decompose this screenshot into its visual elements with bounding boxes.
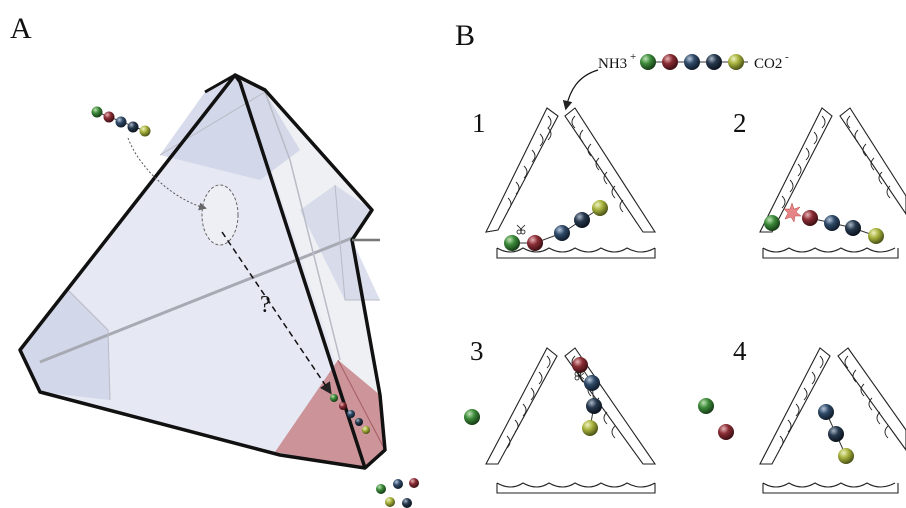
released-residue-red [718, 424, 734, 440]
ridge-cap-top [204, 73, 236, 94]
scissors-icon [574, 371, 585, 381]
cleavage-chamber-edge [337, 359, 386, 451]
residue-blue [115, 116, 127, 128]
chamber-step-3 [485, 347, 657, 494]
spark-icon [783, 202, 802, 223]
inner-edge-horizontal [39, 236, 353, 364]
residue-navy [127, 121, 139, 133]
residue-red [103, 111, 115, 123]
panel-a-label: A [10, 12, 32, 45]
c-terminus-charge: - [785, 51, 789, 63]
peptide-step-2 [764, 202, 884, 244]
header-residue-blue [684, 54, 700, 70]
n-terminus-charge: + [630, 51, 636, 63]
header-residue-red [662, 54, 678, 70]
inner-edge-c [334, 184, 380, 301]
entry-pore [201, 184, 239, 246]
question-mark: ? [260, 292, 271, 318]
peptide-step-4 [698, 398, 854, 464]
c-terminus-label: CO2 [754, 56, 782, 72]
entry-arrow [127, 137, 207, 211]
proteasome-tetrahedron [18, 73, 387, 470]
residue-yellow [139, 125, 151, 137]
tetrahedron-front-ridge [233, 73, 367, 469]
step-2-label: 2 [733, 108, 747, 138]
header-residue-navy [706, 54, 722, 70]
released-fragments [376, 478, 419, 508]
inner-edge-vertical [264, 91, 341, 361]
peptide-step-3 [464, 357, 602, 436]
step-3-label: 3 [470, 336, 484, 366]
residue-green [91, 106, 103, 118]
scissors-icon [516, 224, 526, 235]
step-4-label: 4 [733, 336, 747, 366]
chamber-step-1 [485, 107, 657, 259]
inner-edge-b [67, 289, 111, 401]
translocation-arrow [221, 231, 332, 395]
panel-b-label: B [455, 19, 475, 52]
step-1-label: 1 [472, 108, 486, 138]
chamber-peptide [330, 394, 370, 434]
peptide-header: NH3 + CO2 - [598, 51, 789, 72]
entry-arrow-b [562, 69, 599, 111]
tetrahedron-outline [18, 73, 387, 470]
n-terminus-label: NH3 [598, 56, 627, 72]
incoming-peptide-a [91, 106, 151, 137]
released-residue-green [698, 398, 714, 414]
header-residue-yellow [728, 54, 744, 70]
chamber-step-4 [759, 347, 906, 494]
released-residue [464, 409, 480, 425]
left-chamber [22, 290, 110, 400]
header-residue-green [640, 54, 656, 70]
peptide-step-1 [504, 200, 608, 251]
chamber-step-2 [759, 107, 906, 259]
